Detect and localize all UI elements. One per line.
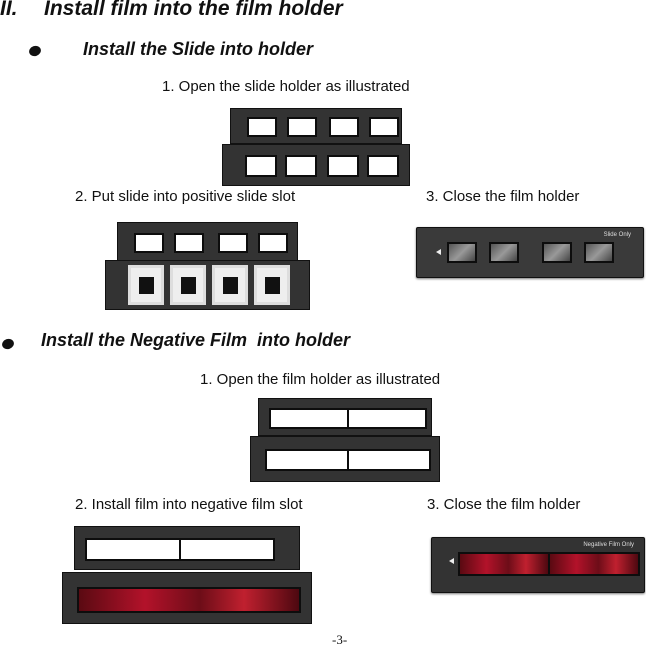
negative-step-3: 3. Close the film holder [427,496,581,513]
arrow-icon [436,249,441,255]
bullet-icon [27,44,43,58]
section-numeral: II. [0,0,18,20]
film-holder-label: Negative Film Only [583,542,634,548]
slide-step-3: 3. Close the film holder [426,188,580,205]
section-title: Install film into the film holder [44,0,343,20]
slide-step-2: 2. Put slide into positive slide slot [75,188,296,205]
arrow-icon [449,558,454,564]
slide-holder-label: Slide Only [603,232,631,238]
negative-step-1: 1. Open the film holder as illustrated [200,371,441,388]
negative-heading: Install the Negative Film into holder [41,330,351,350]
page-number: -3- [332,632,348,647]
closed-slide-holder-image: Slide Only [416,227,644,278]
negative-step-2: 2. Install film into negative film slot [75,496,303,513]
open-slide-holder-image [222,108,410,186]
slides-inserted-image [105,222,310,310]
open-film-holder-image [250,398,440,482]
slide-step-1: 1. Open the slide holder as illustrated [162,78,410,95]
film-inserted-image [62,526,312,624]
slide-heading: Install the Slide into holder [83,39,314,59]
closed-film-holder-image: Negative Film Only [431,537,645,593]
bullet-icon [0,337,16,351]
